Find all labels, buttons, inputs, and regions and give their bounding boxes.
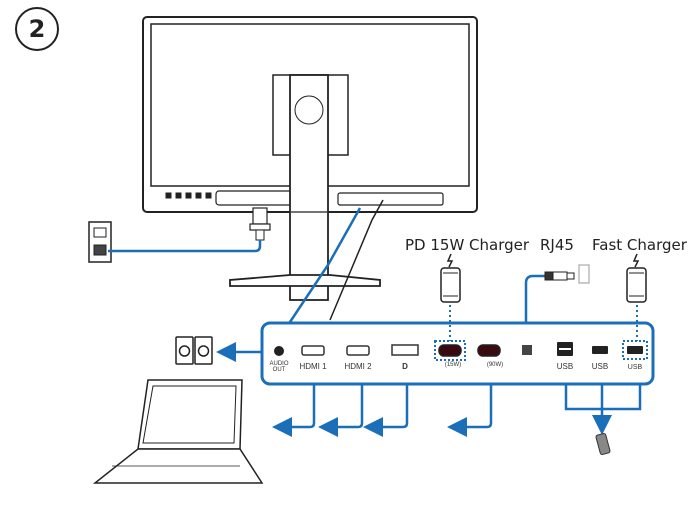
power-cable <box>108 240 262 253</box>
hdmi2-label: HDMI 2 <box>344 362 372 371</box>
usb-a-fast-label: USB <box>627 364 643 371</box>
pd-charger-label: PD 15W Charger <box>405 236 530 254</box>
usb-flash-drive-icon <box>595 432 611 456</box>
smartphone-fast-icon <box>626 253 647 303</box>
usb-output-arrows <box>564 384 642 435</box>
ethernet-plug-icon <box>544 264 590 284</box>
usb-a-2-port-icon <box>592 346 608 354</box>
displayport-port-icon <box>391 344 419 356</box>
usbc-90w-port-icon <box>477 344 501 357</box>
usb-a-1-label: USB <box>556 362 574 371</box>
usb-fast-highlight <box>622 340 648 360</box>
step-number-badge: 2 <box>15 7 59 51</box>
hdmi1-port-icon <box>301 345 325 356</box>
usbc-15w-highlight <box>434 340 466 361</box>
hdmi1-label: HDMI 1 <box>299 362 327 371</box>
monitor <box>142 16 478 301</box>
rj45-port-icon <box>522 345 532 355</box>
hdmi2-port-icon <box>346 345 370 356</box>
fast-charger-label: Fast Charger <box>592 236 687 254</box>
cable-from-monitor-left <box>288 207 362 323</box>
speakers-icon <box>175 336 213 365</box>
smartphone-pd-icon <box>440 253 461 303</box>
usbc-15w-label: (15W) <box>444 362 462 368</box>
ethernet-wall-jack-icon <box>578 264 590 284</box>
usbc-90w-label: (90W) <box>486 362 504 368</box>
usb-a-fast-port-icon <box>627 346 643 354</box>
port-icons <box>274 340 648 361</box>
audio-out-port-icon <box>274 346 284 356</box>
cable-from-monitor-right <box>329 199 384 321</box>
displayport-label: D <box>402 362 408 371</box>
power-outlet-icon <box>88 221 112 263</box>
usb-a-2-label: USB <box>591 362 609 371</box>
monitor-buttons <box>165 192 212 199</box>
laptop-icon <box>92 379 264 484</box>
video-output-arrows <box>272 384 493 437</box>
step-number: 2 <box>28 15 46 43</box>
rj45-label: RJ45 <box>540 236 574 254</box>
usbc-15w-port-icon <box>438 344 462 357</box>
rj45-cable <box>524 274 545 323</box>
